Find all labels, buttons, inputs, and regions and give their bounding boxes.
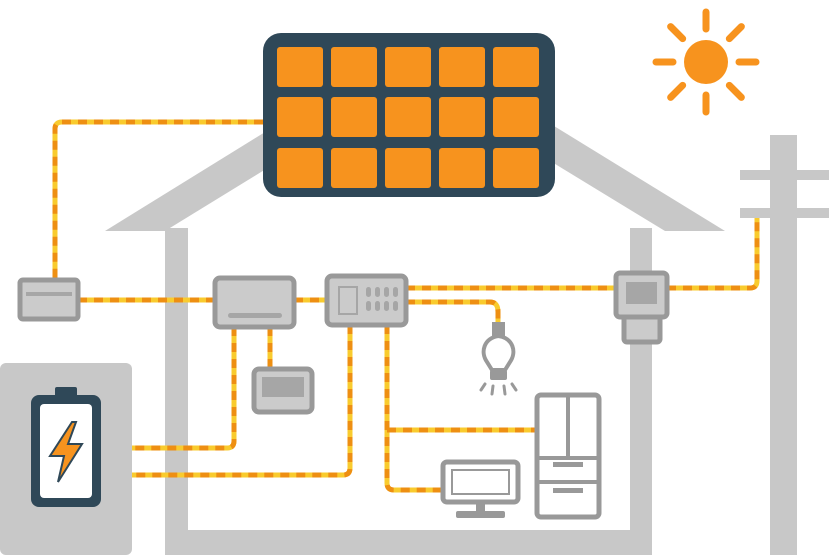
board-switch [366,301,371,311]
solar-cell [385,97,431,137]
inverter-icon [212,275,297,330]
solar-cell [439,47,485,87]
solar-cell [277,47,323,87]
refrigerator-icon [534,392,602,520]
sun-disc [684,40,728,84]
light-bulb-icon [479,322,518,396]
sun-ray [725,81,745,101]
board-switch [375,301,380,311]
board-switch [366,287,371,297]
solar-cell [277,148,323,188]
utility-pole-icon [740,135,829,555]
battery-icon [0,363,132,555]
solar-cell [331,47,377,87]
power-meter-icon [613,270,670,345]
board-switch [393,287,398,297]
cable [52,119,263,280]
solar-cell [493,148,539,188]
board-switch [384,301,389,311]
cable [384,325,443,493]
tv-icon [440,459,521,518]
solar-cell [277,97,323,137]
board-switch [393,301,398,311]
board-switch [375,287,380,297]
cable [667,218,760,291]
solar-cell [439,97,485,137]
solar-cell [493,47,539,87]
board-switch [384,287,389,297]
sun-ray [725,23,745,43]
cables [52,119,760,493]
solar-cell [439,148,485,188]
solar-cell [385,148,431,188]
sun-ray [667,81,687,101]
cable [406,299,501,322]
solar-cell [331,97,377,137]
sun-icon [652,8,760,116]
solar-cell [493,97,539,137]
monitor-icon [251,366,315,415]
cable [132,327,237,451]
power-meter-icon [17,277,81,322]
solar-cell [331,148,377,188]
solar-panel-icon [263,33,555,197]
cable [132,325,353,478]
sun-ray [667,23,687,43]
distribution-board-icon [324,273,409,328]
solar-cell [385,47,431,87]
